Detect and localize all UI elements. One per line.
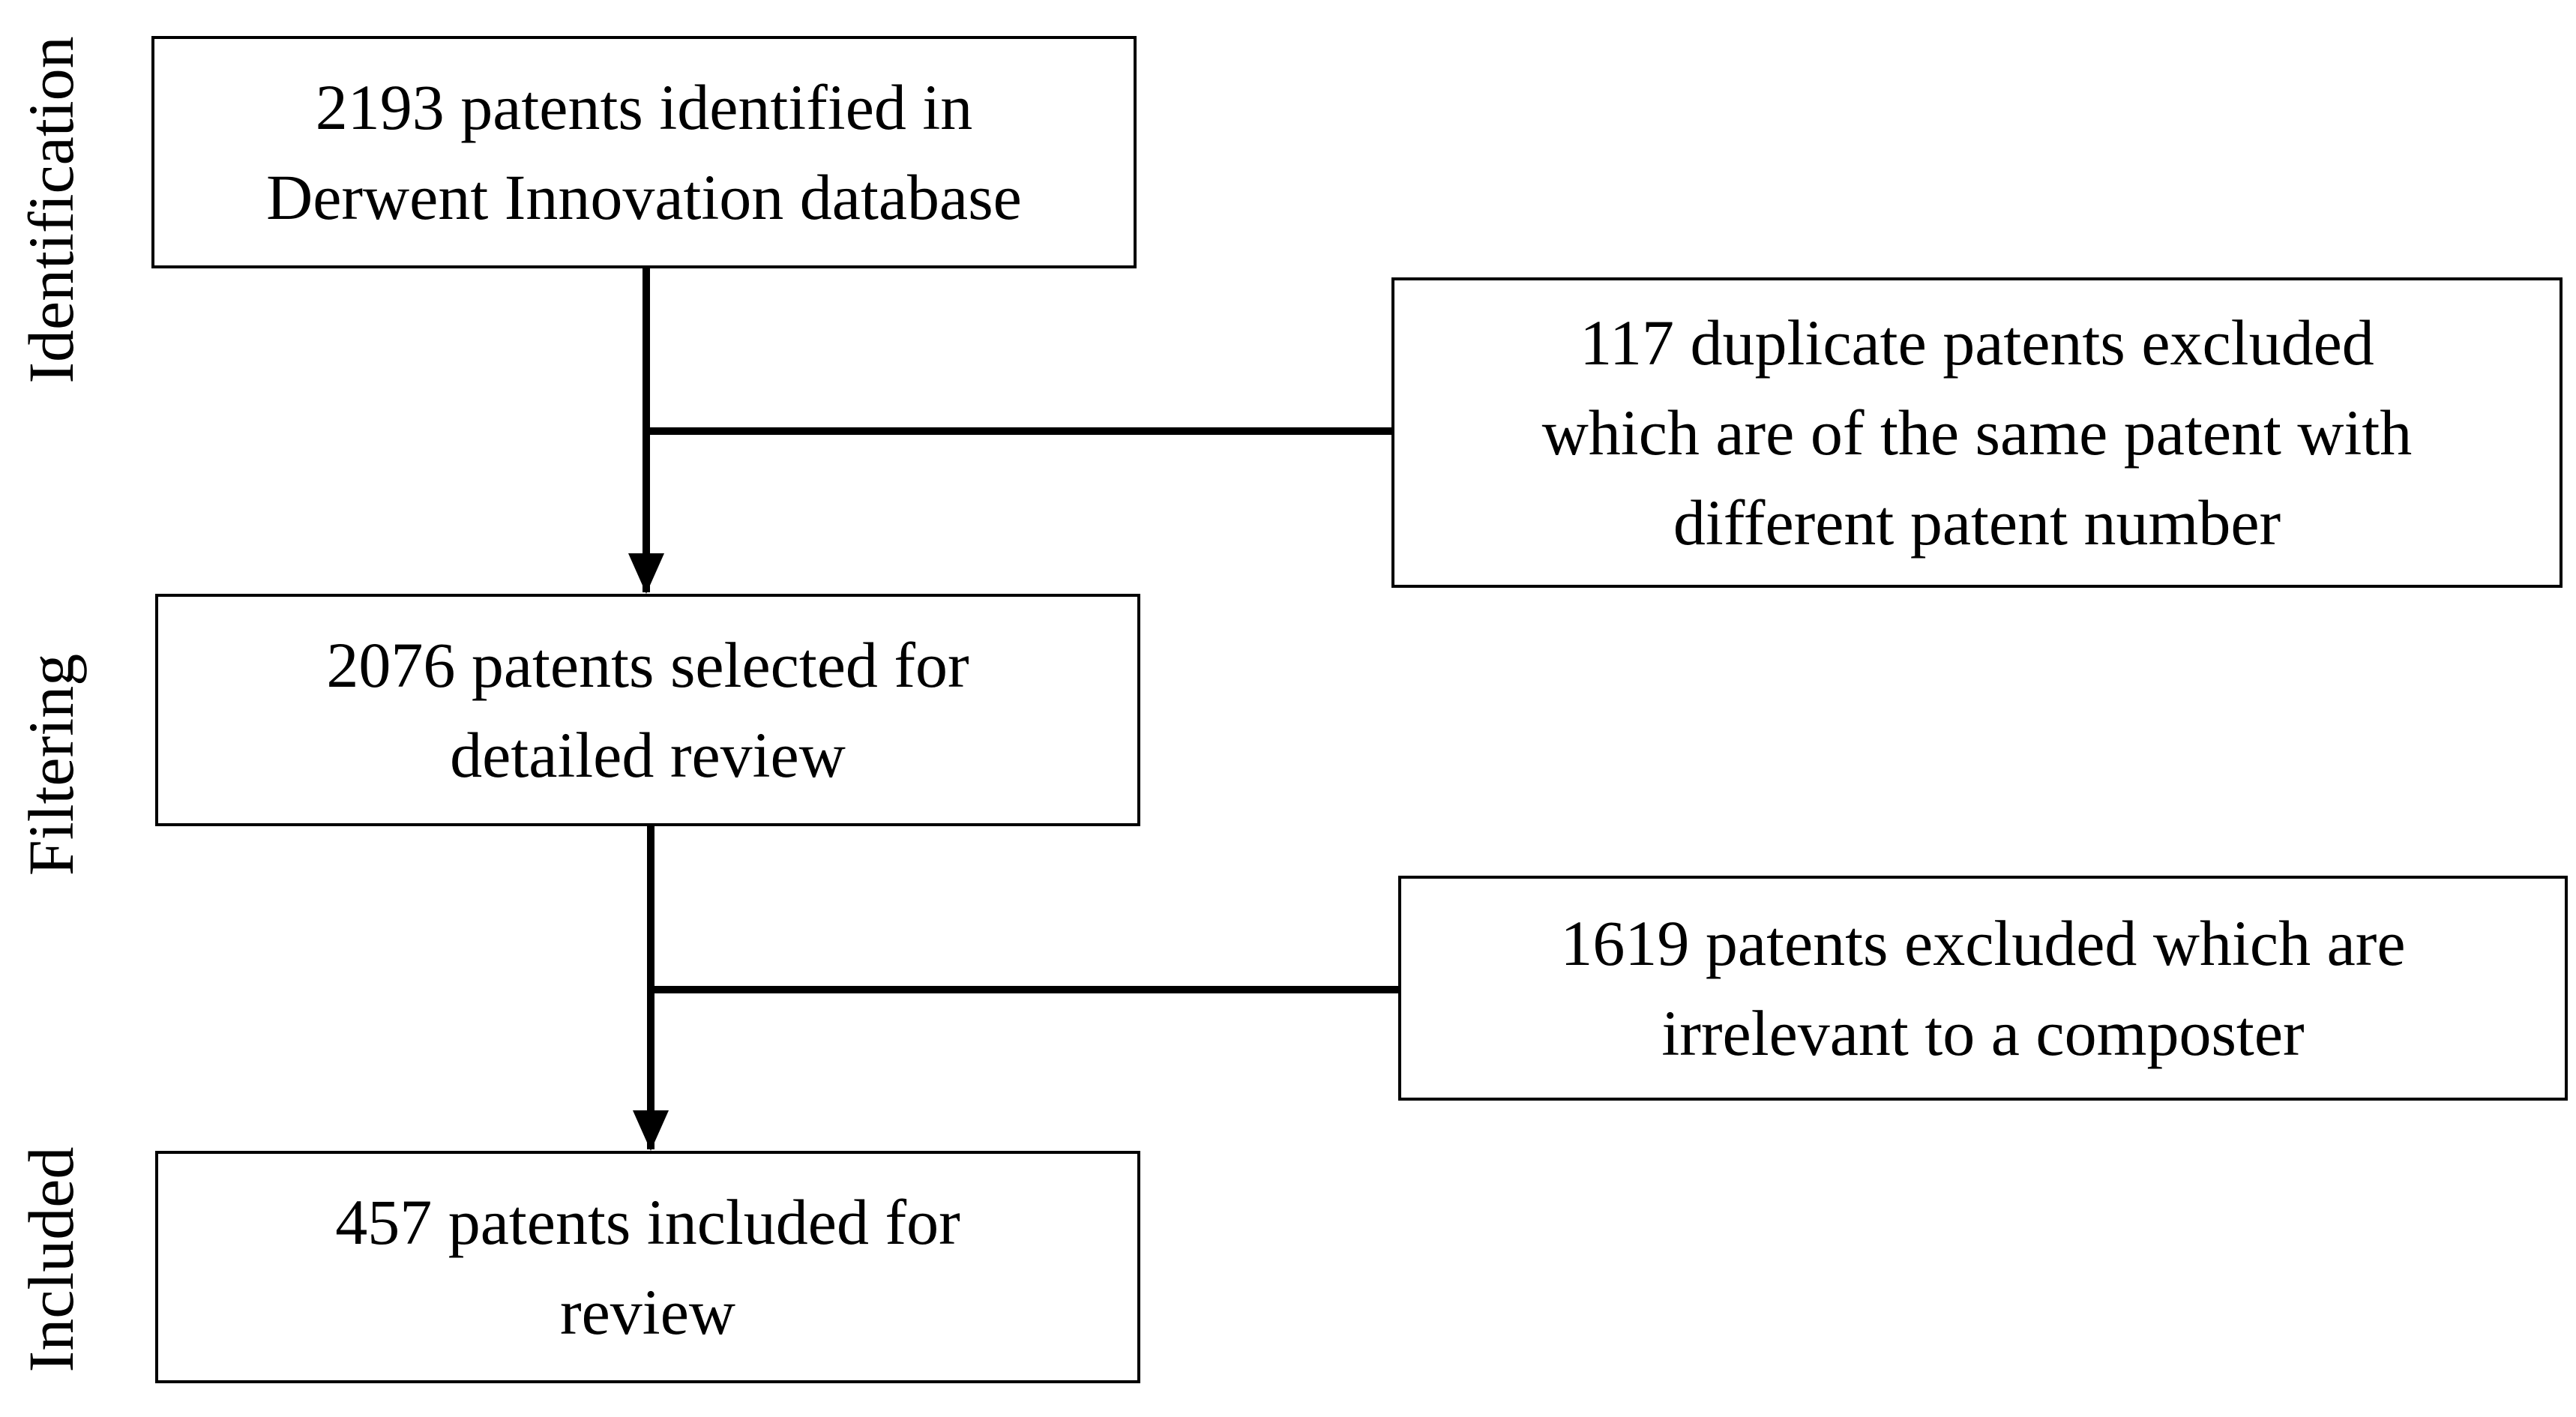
selected-line-1: 2076 patents selected for bbox=[326, 629, 969, 701]
duplicates-line-2: which are of the same patent with bbox=[1541, 397, 2413, 469]
selected-line-2: detailed review bbox=[450, 719, 846, 791]
irrelevant-excluded-box: 1619 patents excluded which are irreleva… bbox=[1398, 876, 2568, 1101]
duplicates-line-1: 117 duplicate patents excluded bbox=[1580, 307, 2374, 379]
stage-label-filtering: Filtering bbox=[15, 653, 87, 876]
stage-label-included: Included bbox=[15, 1146, 87, 1373]
duplicates-line-3: different patent number bbox=[1673, 487, 2281, 559]
stage-label-identification: Identification bbox=[15, 36, 87, 384]
irrelevant-line-2: irrelevant to a composter bbox=[1661, 997, 2305, 1069]
included-box: 457 patents included for review bbox=[155, 1151, 1140, 1383]
included-line-1: 457 patents included for bbox=[335, 1186, 960, 1258]
included-line-2: review bbox=[560, 1276, 735, 1348]
identified-line-2: Derwent Innovation database bbox=[266, 161, 1022, 233]
identified-box: 2193 patents identified in Derwent Innov… bbox=[151, 36, 1137, 268]
arrowhead-selected bbox=[628, 553, 664, 594]
duplicates-excluded-box: 117 duplicate patents excluded which are… bbox=[1391, 277, 2563, 588]
identified-line-1: 2193 patents identified in bbox=[315, 71, 973, 143]
selected-box: 2076 patents selected for detailed revie… bbox=[155, 594, 1140, 826]
arrowhead-included bbox=[633, 1110, 669, 1151]
irrelevant-line-1: 1619 patents excluded which are bbox=[1560, 907, 2406, 979]
